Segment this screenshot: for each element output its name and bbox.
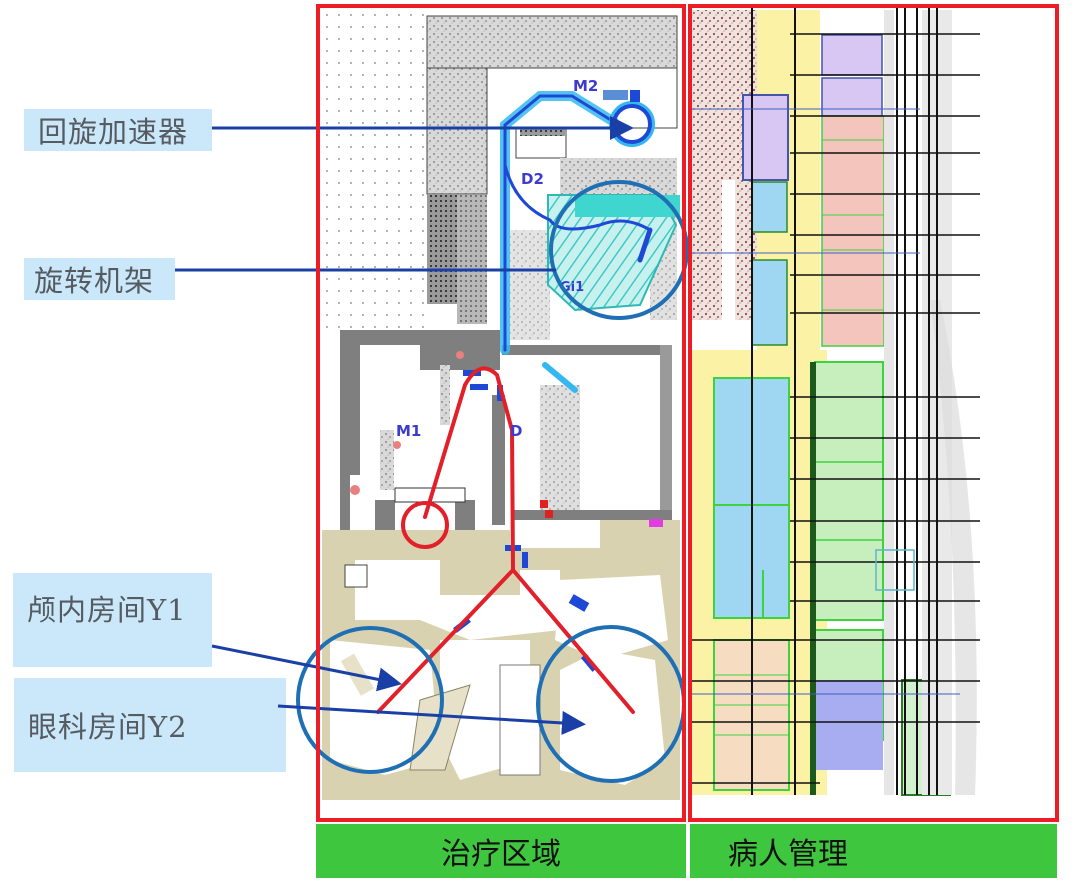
callout-room-y1: 颅内房间Y1 xyxy=(13,573,212,667)
room-y2-leader xyxy=(277,704,586,735)
cyclotron-console xyxy=(603,90,628,100)
patient-zone-frame xyxy=(688,4,1059,822)
patient-area-plan xyxy=(692,6,980,796)
callout-room-y2-label: 眼科房间Y2 xyxy=(28,710,188,744)
gantry-highlight-circle xyxy=(549,180,689,320)
callout-gantry-label: 旋转机架 xyxy=(34,264,155,298)
callout-gantry: 旋转机架 xyxy=(24,258,175,300)
label-m2: M2 xyxy=(573,77,598,95)
callout-room-y1-label: 颅内房间Y1 xyxy=(27,593,187,627)
gantry-room xyxy=(547,194,680,312)
label-d2: D2 xyxy=(521,170,544,188)
callout-leaders xyxy=(175,116,634,735)
zone-tab-patient: 病人管理 xyxy=(690,824,1057,878)
callout-cyclotron: 回旋加速器 xyxy=(24,109,212,151)
room-y1-highlight-circle xyxy=(296,626,444,774)
treatment-zone-frame xyxy=(316,4,686,822)
structural-grid xyxy=(751,6,938,795)
lower-walls xyxy=(322,520,680,800)
zone-tab-treatment-label: 治疗区域 xyxy=(441,837,561,872)
label-d: D xyxy=(510,422,522,440)
room-y1-leader xyxy=(211,644,402,692)
callout-room-y2: 眼科房间Y2 xyxy=(14,678,286,772)
zone-tab-patient-label: 病人管理 xyxy=(728,837,848,872)
callout-cyclotron-label: 回旋加速器 xyxy=(38,115,189,149)
zone-tab-treatment: 治疗区域 xyxy=(316,824,686,878)
label-m1: M1 xyxy=(396,422,421,440)
